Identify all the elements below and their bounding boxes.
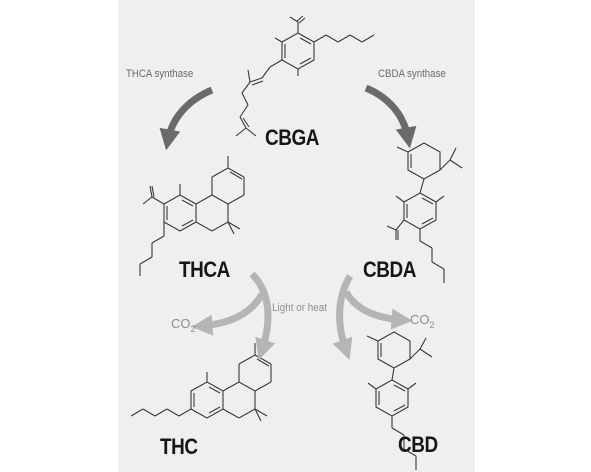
thc-label: THC bbox=[160, 434, 198, 459]
cbda-to-cbd-arrow bbox=[332, 274, 354, 360]
thca-label: THCA bbox=[179, 257, 230, 282]
cbd-structure bbox=[366, 331, 433, 470]
cbda-structure bbox=[386, 142, 463, 283]
cbga-label: CBGA bbox=[265, 125, 319, 150]
cbd-label: CBD bbox=[398, 432, 438, 457]
diagram-panel bbox=[118, 0, 475, 472]
thca-synthase-arrow bbox=[159, 86, 214, 151]
cbda-label: CBDA bbox=[363, 257, 416, 282]
cbda-synthase-arrow bbox=[364, 84, 417, 149]
co2-left-label: CO2 bbox=[171, 316, 196, 334]
thca-synthase-label: THCA synthase bbox=[126, 68, 194, 80]
light-or-heat-label: Light or heat bbox=[272, 302, 328, 314]
cbda-co2-release-arrow bbox=[342, 290, 413, 330]
co2-right-label: CO2 bbox=[410, 312, 435, 330]
cbda-synthase-label: CBDA synthase bbox=[378, 68, 446, 80]
cbga-structure bbox=[235, 15, 375, 137]
thca-structure bbox=[139, 156, 245, 276]
thc-structure bbox=[130, 343, 272, 422]
thca-co2-release-arrow bbox=[191, 292, 266, 336]
thca-to-thc-arrow bbox=[249, 271, 276, 360]
